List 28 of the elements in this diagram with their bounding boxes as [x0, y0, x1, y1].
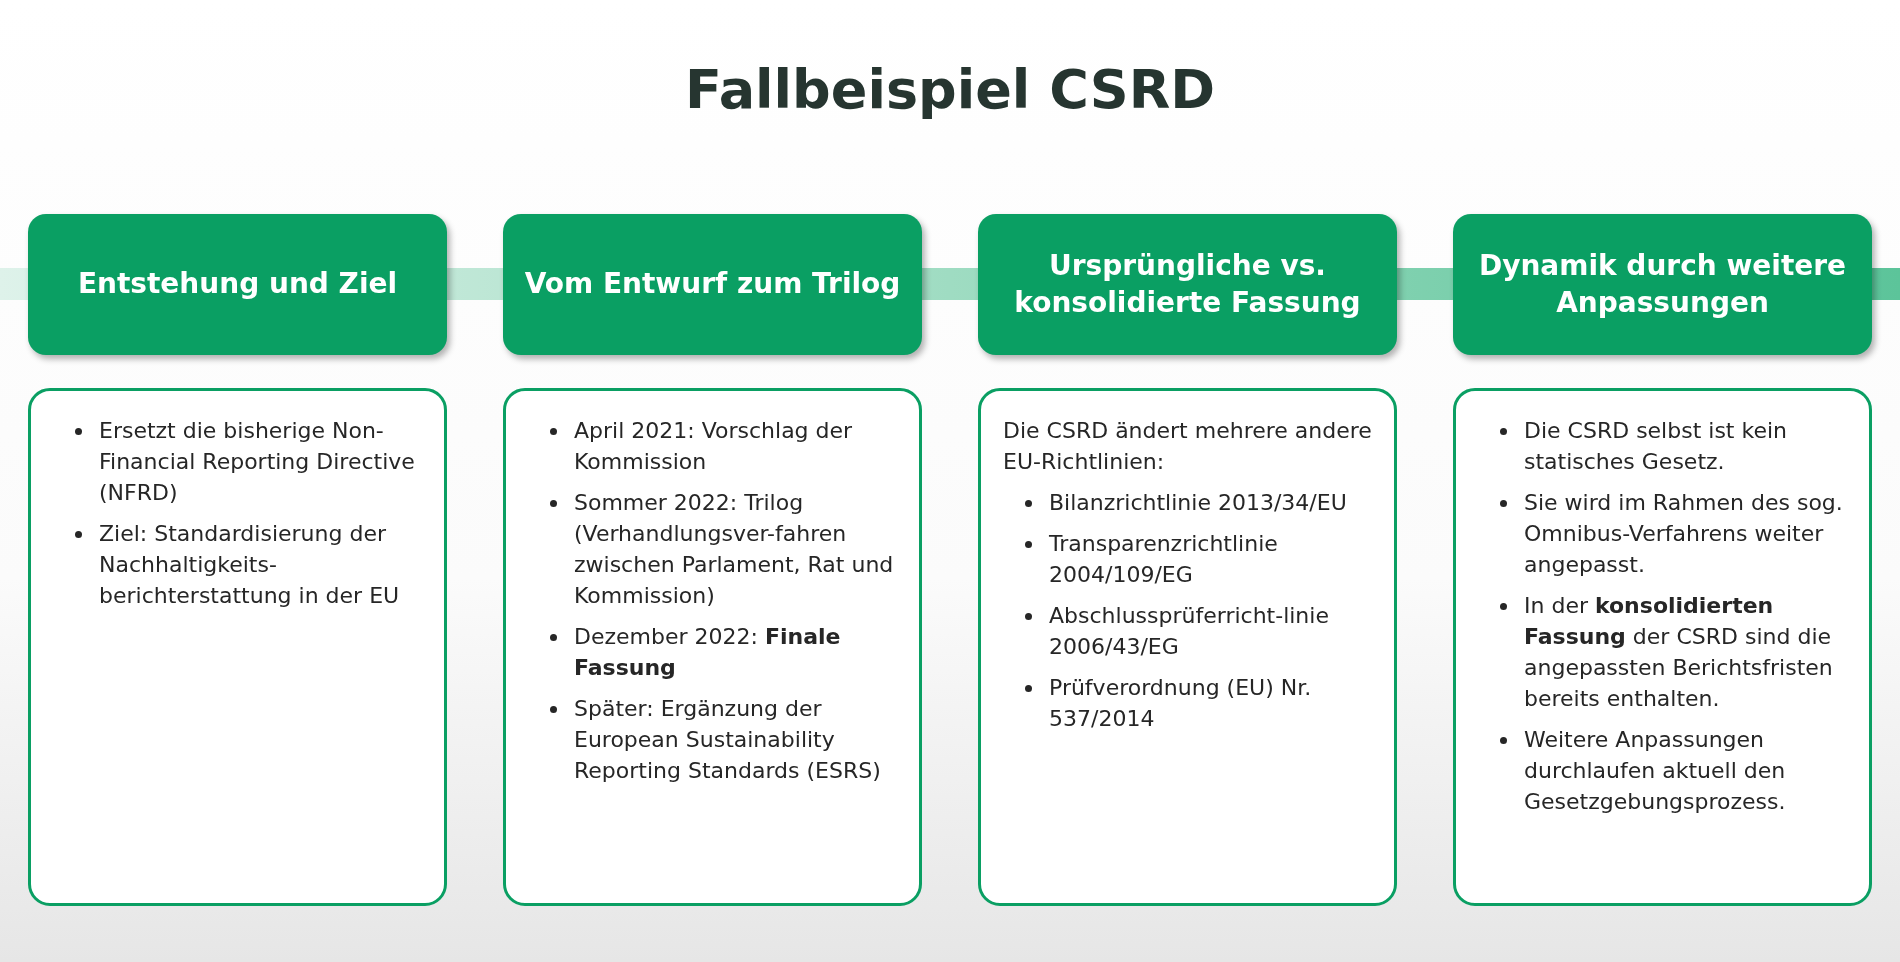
content-card [503, 388, 922, 906]
intro-text: Die CSRD ändert mehrere andere EU-Richtlinien: [1003, 418, 1372, 474]
column-header [978, 214, 1397, 355]
content-card [1453, 388, 1872, 906]
bullet-text: April 2021: Vorschlag der Kommission [574, 418, 853, 474]
title: Fallbeispiel CSRD [683, 58, 1217, 121]
content-card [978, 388, 1397, 906]
bullet-text: Dezember 2022: Finale Fassung [574, 624, 841, 680]
header-text: Dynamik durch weitere Anpassungen [1477, 248, 1848, 321]
column-header [1453, 214, 1872, 355]
header-text: Entstehung und Ziel [77, 266, 398, 303]
column-header [28, 214, 447, 355]
bullet-text: Sie wird im Rahmen des sog. Omnibus-Verfahrens weiter angepasst. [1524, 490, 1843, 577]
bullet-text: In der konsolidierten Fassung der CSRD sind die angepassten Berichtsfristen bereits enthalten. [1524, 593, 1833, 711]
bullet-text: Ersetzt die bisherige Non-Financial Reporting Directive (NFRD) [99, 418, 415, 505]
bullet-text: Ziel: Standardisierung der Nachhaltigkeits-berichterstattung in der EU [99, 521, 400, 608]
content-card [28, 388, 447, 906]
header-text: Ursprüngliche vs. konsolidierte Fassung [1013, 248, 1362, 321]
bullet-text: Weitere Anpassungen durchlaufen aktuell den Gesetzgebungsprozess. [1524, 727, 1786, 814]
bullet-text: Später: Ergänzung der European Sustainability Reporting Standards (ESRS) [574, 696, 881, 783]
column-header [503, 214, 922, 355]
bullet-text: Die CSRD selbst ist kein statisches Gesetz. [1524, 418, 1788, 474]
bullet-text: Prüfverordnung (EU) Nr. 537/2014 [1049, 675, 1312, 731]
bullet-text: Bilanzrichtlinie 2013/34/EU [1049, 490, 1347, 515]
bullet-text: Transparenzrichtlinie 2004/109/EG [1049, 531, 1278, 587]
bullet-text: Abschlussprüferricht-linie 2006/43/EG [1049, 603, 1329, 659]
header-text: Vom Entwurf zum Trilog [524, 266, 901, 303]
bullet-text: Sommer 2022: Trilog (Verhandlungsver-fahren zwischen Parlament, Rat und Kommission) [574, 490, 894, 608]
